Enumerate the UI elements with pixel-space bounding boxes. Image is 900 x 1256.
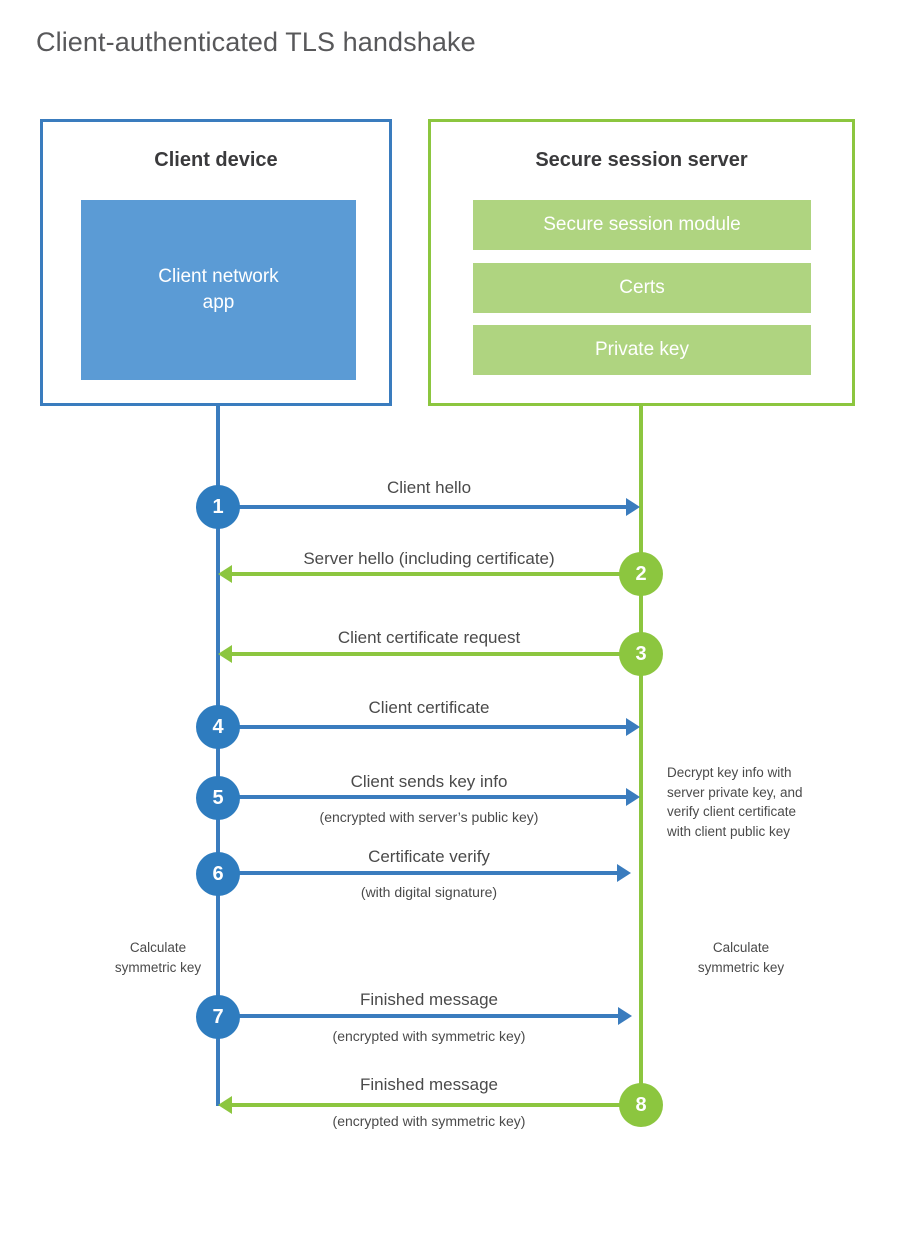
client-device-box: Client device Client network app [40, 119, 392, 406]
step-5-arrow-head [626, 788, 640, 806]
step-7-label: Finished message [360, 990, 498, 1009]
server-calculate-note-line-2: symmetric key [697, 959, 785, 975]
server-decrypt-note: Decrypt key info with server private key… [667, 763, 842, 841]
step-6-arrow-head [617, 864, 631, 882]
server-calculate-symmetric-key-note: Calculate symmetric key [667, 938, 815, 977]
step-4-label: Client certificate [368, 698, 490, 717]
server-block-private-key: Private key [473, 325, 811, 375]
step-6-bubble[interactable]: 6 [196, 852, 240, 896]
server-decrypt-note-line-4: with client public key [667, 823, 791, 839]
server-calculate-note-line-1: Calculate [712, 940, 770, 955]
server-lifeline [639, 403, 643, 1106]
step-1-label: Client hello [386, 478, 472, 497]
secure-session-server-box: Secure session server Secure session mod… [428, 119, 855, 406]
step-8-label: Finished message [360, 1075, 498, 1094]
step-7-bubble[interactable]: 7 [196, 995, 240, 1039]
step-2-bubble[interactable]: 2 [619, 552, 663, 596]
step-7-arrow-head [618, 1007, 632, 1025]
server-block-certs: Certs [473, 263, 811, 313]
step-1-arrow-line [218, 505, 626, 509]
client-calculate-symmetric-key-note: Calculate symmetric key [84, 938, 232, 977]
step-3-arrow-line [232, 652, 641, 656]
server-block-secure-session-module: Secure session module [473, 200, 811, 250]
client-calculate-note-line-2: symmetric key [114, 959, 202, 975]
client-network-app-label: Client network app [158, 266, 279, 313]
step-8-arrow-head [218, 1096, 232, 1114]
client-device-title: Client device [154, 149, 278, 171]
step-1-bubble[interactable]: 1 [196, 485, 240, 529]
step-4-arrow-head [626, 718, 640, 736]
step-5-bubble[interactable]: 5 [196, 776, 240, 820]
step-6-label: Certificate verify [368, 847, 490, 866]
step-2-arrow-line [232, 572, 641, 576]
step-3-label: Client certificate request [337, 628, 521, 647]
client-lifeline [216, 403, 220, 1106]
server-decrypt-note-line-1: Decrypt key info with [667, 765, 792, 780]
step-2-arrow-head [218, 565, 232, 583]
client-calculate-note-line-1: Calculate [129, 940, 187, 955]
server-decrypt-note-line-3: verify client certificate [667, 804, 797, 820]
step-4-arrow-line [218, 725, 626, 729]
step-7-sublabel: (encrypted with symmetric key) [332, 1028, 526, 1044]
step-5-sublabel: (encrypted with server’s public key) [319, 809, 539, 825]
page-title: Client-authenticated TLS handshake [36, 27, 476, 57]
step-5-arrow-line [218, 795, 626, 799]
step-3-arrow-head [218, 645, 232, 663]
step-4-bubble[interactable]: 4 [196, 705, 240, 749]
step-6-sublabel: (with digital signature) [360, 884, 498, 900]
step-8-sublabel: (encrypted with symmetric key) [332, 1113, 526, 1129]
server-decrypt-note-line-2: server private key, and [667, 784, 803, 800]
step-3-bubble[interactable]: 3 [619, 632, 663, 676]
client-network-app-block: Client network app [81, 200, 356, 380]
step-6-arrow-line [218, 871, 617, 875]
step-2-label: Server hello (including certificate) [303, 549, 555, 568]
step-7-arrow-line [218, 1014, 618, 1018]
secure-session-server-title: Secure session server [535, 149, 748, 171]
step-5-label: Client sends key info [350, 772, 508, 791]
step-1-arrow-head [626, 498, 640, 516]
step-8-bubble[interactable]: 8 [619, 1083, 663, 1127]
step-8-arrow-line [232, 1103, 641, 1107]
